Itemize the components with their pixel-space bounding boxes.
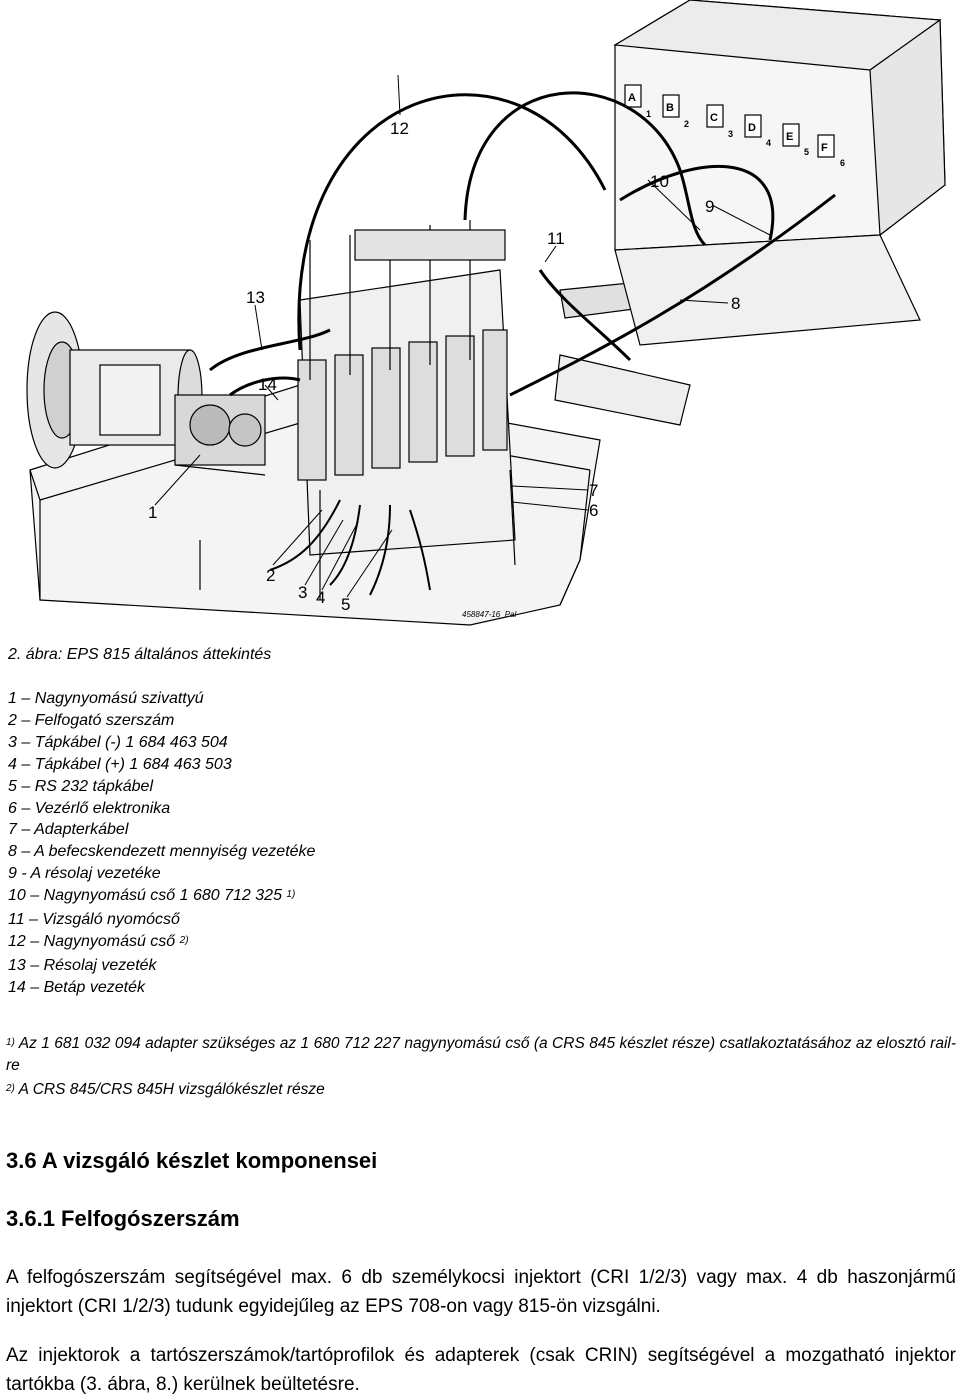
footnote-text: Az 1 681 032 094 adapter szükséges az 1 … xyxy=(6,1035,956,1074)
footnote-text: A CRS 845/CRS 845H vizsgálókészlet része xyxy=(18,1081,325,1098)
legend-item: 2 – Felfogató szerszám xyxy=(8,711,175,729)
callout-13: 13 xyxy=(246,288,265,307)
footnote-2: 2) A CRS 845/CRS 845H vizsgálókészlet ré… xyxy=(6,1080,956,1102)
legend-item: 6 – Vezérlő elektronika xyxy=(8,799,171,817)
figure-legend: 1 – Nagynyomású szivattyú 2 – Felfogató … xyxy=(8,688,315,999)
footnote-marker: 1) xyxy=(286,889,296,901)
footnote-marker: 1) xyxy=(6,1037,15,1048)
legend-item: 11 – Vizsgáló nyomócső xyxy=(8,911,180,929)
leader-lines xyxy=(154,74,771,598)
legend-item: 3 – Tápkábel (-) 1 684 463 504 xyxy=(8,733,228,751)
panel-label-c: C xyxy=(710,112,718,124)
callout-6: 6 xyxy=(589,501,598,520)
callout-14: 14 xyxy=(258,375,277,394)
callout-1: 1 xyxy=(148,503,157,522)
callout-10: 10 xyxy=(650,172,669,191)
panel-label-b: B xyxy=(666,102,674,114)
legend-item: 9 - A résolaj vezetéke xyxy=(8,865,161,883)
legend-item: 12 – Nagynyomású cső 2) xyxy=(8,932,189,950)
high-pressure-pump xyxy=(174,394,266,476)
callout-4: 4 xyxy=(316,588,325,607)
panel-number-4: 4 xyxy=(766,138,771,148)
legend-item: 7 – Adapterkábel xyxy=(8,821,129,839)
hoses xyxy=(209,91,836,596)
callout-2: 2 xyxy=(266,566,275,585)
legend-item: 4 – Tápkábel (+) 1 684 463 503 xyxy=(8,755,232,773)
legend-item: 10 – Nagynyomású cső 1 680 712 325 1) xyxy=(8,887,296,905)
panel-number-1: 1 xyxy=(646,109,651,119)
panel-label-f: F xyxy=(821,142,828,154)
callout-7: 7 xyxy=(589,481,598,500)
control-cabinet: A B C D E F 1 2 3 4 5 6 xyxy=(613,0,946,346)
legend-item: 1 – Nagynyomású szivattyú xyxy=(8,690,204,707)
panel-number-3: 3 xyxy=(728,129,733,139)
figure-caption: 2. ábra: EPS 815 általános áttekintés xyxy=(8,646,272,663)
legend-item: 8 – A befecskendezett mennyiség vezetéke xyxy=(8,843,316,861)
callout-5: 5 xyxy=(341,595,350,614)
body-paragraph-1: A felfogószerszám segítségével max. 6 db… xyxy=(6,1267,956,1317)
subsection-heading: 3.6.1 Felfogószerszám xyxy=(6,1206,240,1231)
image-tag: 458847-16_Pal xyxy=(462,610,516,619)
legend-item: 14 – Betáp vezeték xyxy=(8,978,145,996)
injector-clamping-tool xyxy=(297,220,516,600)
callout-12: 12 xyxy=(390,119,409,138)
callout-8: 8 xyxy=(731,294,740,313)
panel-number-6: 6 xyxy=(840,158,845,168)
legend-item: 13 – Résolaj vezeték xyxy=(8,956,157,974)
body-paragraph-2: Az injektorok a tartószerszámok/tartópro… xyxy=(6,1345,956,1395)
callout-3: 3 xyxy=(298,583,307,602)
panel-label-a: A xyxy=(628,92,636,104)
eps-815-overview-figure: A B C D E F 1 2 3 4 5 6 xyxy=(0,0,960,630)
panel-label-d: D xyxy=(748,122,756,134)
panel-number-2: 2 xyxy=(684,119,689,129)
legend-item: 5 – RS 232 tápkábel xyxy=(8,777,153,795)
panel-number-5: 5 xyxy=(804,147,809,157)
section-heading: 3.6 A vizsgáló készlet komponensei xyxy=(6,1148,378,1173)
panel-label-e: E xyxy=(786,131,793,143)
drive-motor xyxy=(26,311,203,469)
panel-buttons xyxy=(624,84,835,158)
callout-9: 9 xyxy=(705,197,714,216)
footnote-1: 1) Az 1 681 032 094 adapter szükséges az… xyxy=(6,1034,956,1076)
callout-11: 11 xyxy=(547,229,565,248)
footnote-marker: 2) xyxy=(179,934,189,946)
footnote-marker: 2) xyxy=(6,1083,15,1094)
